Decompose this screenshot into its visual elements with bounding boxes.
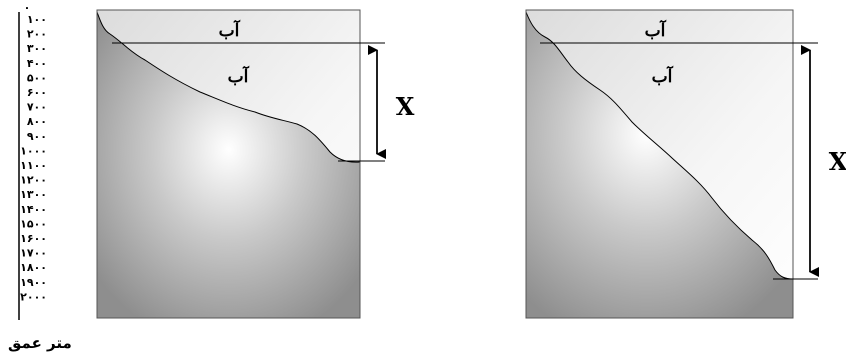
depth-tick-label: ۸۰۰: [27, 115, 47, 128]
left-surface-water-label: آب: [219, 19, 241, 41]
depth-tick-label: ۷۰۰: [27, 101, 47, 114]
depth-tick-label: ۴۰۰: [27, 57, 47, 70]
right-panel-frame: [525, 9, 794, 319]
depth-tick-label: ۱۷۰۰: [20, 247, 47, 260]
left-sediment-area: [97, 12, 360, 318]
depth-tick-labels: ۱۰۰۲۰۰۳۰۰۴۰۰۵۰۰۶۰۰۷۰۰۸۰۰۹۰۰۱۰۰۰۱۱۰۰۱۲۰۰۱…: [20, 13, 47, 303]
depth-tick-label: ۱۲۰۰: [20, 174, 47, 187]
depth-tick-label: ۱۸۰۰: [20, 261, 47, 274]
depth-tick-label: ۲۰۰۰: [20, 290, 47, 303]
left-basin-floor-line: [96, 11, 361, 163]
right-panel: آب آب X: [525, 9, 846, 319]
depth-tick-label: ۳۰۰: [27, 42, 47, 55]
depth-tick-label: ۱۹۰۰: [20, 276, 47, 289]
depth-tick-label: ۱۴۰۰: [20, 203, 47, 216]
depth-tick-label: ۱۳۰۰: [20, 188, 47, 201]
left-difference-label: X: [396, 92, 415, 121]
right-basin-floor-line: [525, 11, 794, 280]
right-inner-water-label: آب: [652, 65, 674, 87]
depth-tick-label: ۹۰۰: [27, 130, 47, 143]
right-sediment-area: [526, 12, 793, 318]
left-panel-frame: [96, 9, 361, 319]
depth-tick-label: ۲۰۰: [27, 28, 47, 41]
left-panel: آب آب X: [96, 9, 415, 319]
depth-tick-label: ۱۶۰۰: [20, 232, 47, 245]
depth-tick-label: ۱۵۰۰: [20, 217, 47, 230]
depth-tick-label: ۱۰۰۰: [20, 144, 47, 157]
depth-unit-label: متر عمق: [8, 334, 72, 352]
left-inner-water-label: آب: [228, 65, 250, 87]
depth-tick-label: ۵۰۰: [27, 71, 47, 84]
depth-zero-mark: ۰: [24, 1, 31, 14]
depth-tick-label: ۱۰۰: [27, 13, 47, 26]
right-surface-water-label: آب: [645, 19, 667, 41]
depth-tick-label: ۱۱۰۰: [20, 159, 47, 172]
right-difference-label: X: [829, 147, 846, 176]
depth-tick-label: ۶۰۰: [27, 86, 47, 99]
